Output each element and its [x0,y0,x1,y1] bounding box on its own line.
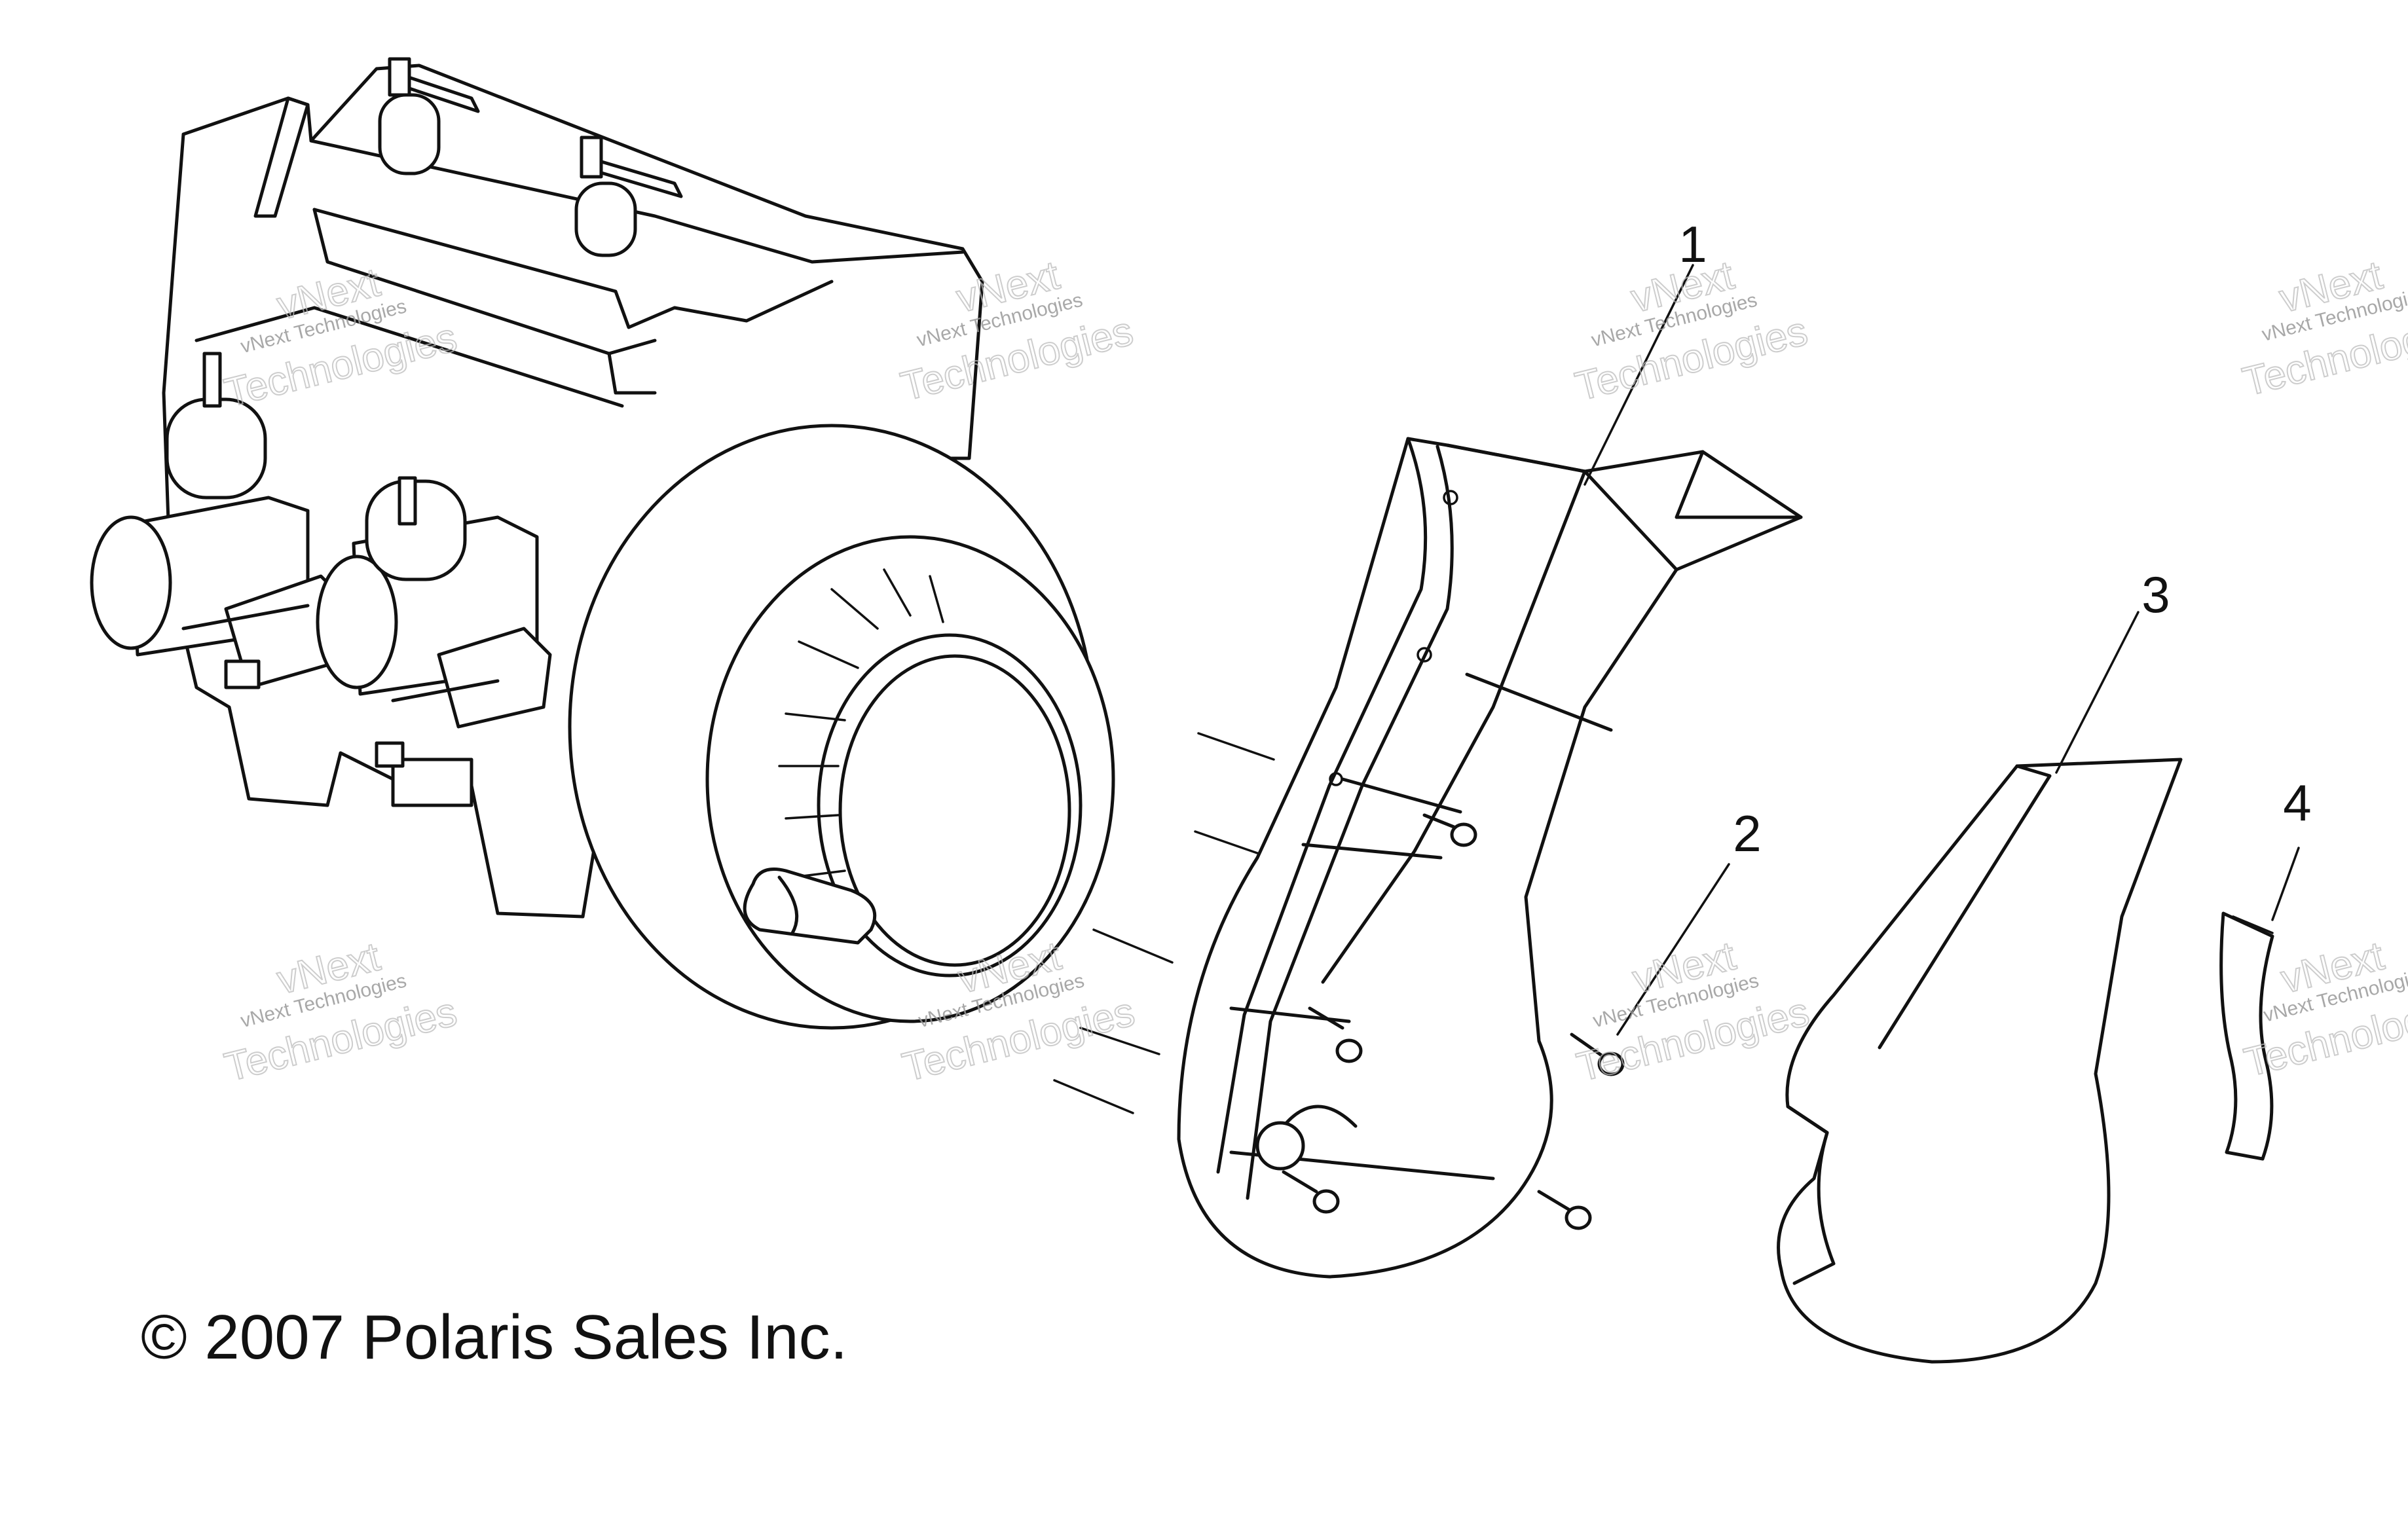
watermark: vNext vNext Technologies Technologies [2238,252,2408,406]
recoil-housing [568,424,1115,1030]
engine-assembly [90,57,1115,1030]
bolt [1570,1033,1625,1076]
part-4-decal [2219,911,2274,1161]
bolt [1422,813,1477,847]
copyright-notice: © 2007 Polaris Sales Inc. [141,1302,847,1372]
part-2-bolts [1282,813,1625,1230]
carburetor-right [316,476,552,807]
watermark: vNext vNext Technologies Technologies [1570,252,1813,411]
callout-3: 3 [2141,566,2170,623]
bolt [1537,1190,1592,1230]
callout-4: 4 [2283,774,2311,832]
callout-leaders [1584,264,2300,1036]
part-1-belt-guard [1177,437,1803,1279]
watermark: vNext vNext Technologies Technologies [1572,933,1814,1091]
part-3-guard-cover [1777,758,2183,1364]
callout-1: 1 [1678,215,1707,273]
bolt [1308,1006,1363,1063]
bolt [1282,1170,1340,1214]
watermark: vNext vNext Technologies Technologies [219,934,462,1091]
callout-2: 2 [1733,805,1761,862]
spark-plug-boot [378,57,683,257]
carburetor-left [90,352,349,689]
